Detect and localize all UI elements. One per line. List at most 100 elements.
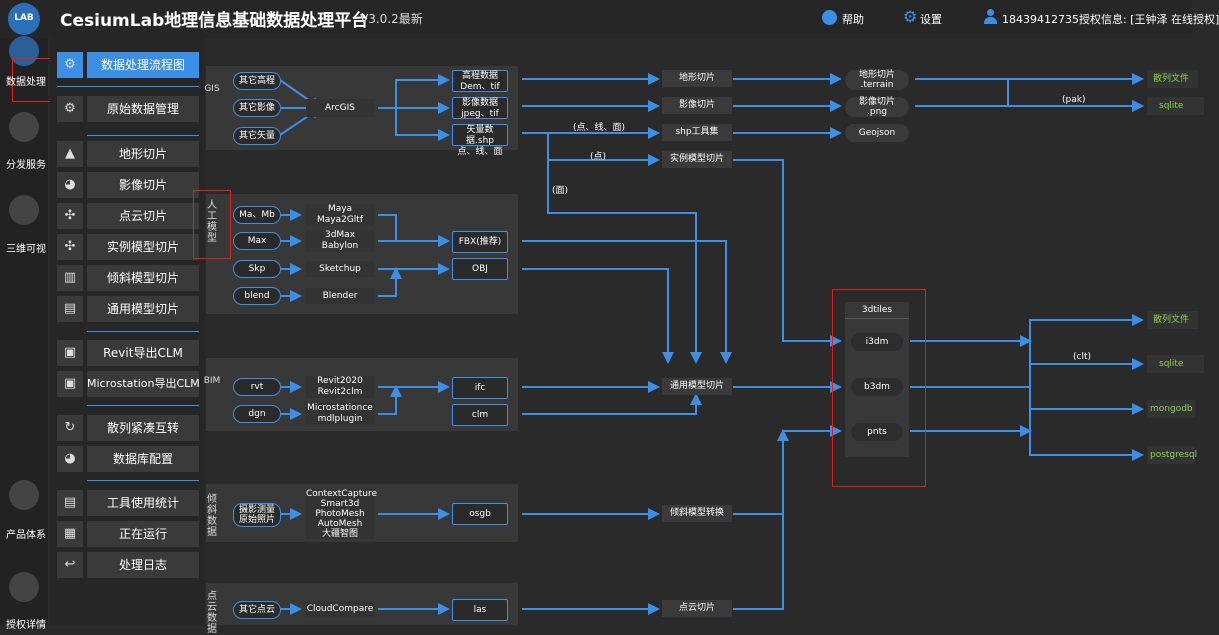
settings-link[interactable]: 设置: [920, 13, 942, 26]
manual-input-maya[interactable]: Ma、Mb: [233, 206, 281, 224]
nodes-icon[interactable]: ✣: [57, 234, 83, 260]
result-terrain[interactable]: 地形切片 .terrain: [845, 70, 909, 90]
oblique-input-photos[interactable]: 摄影测量 原始照片: [233, 503, 281, 527]
cesium-icon[interactable]: [9, 195, 39, 225]
oblique-tool-automesh: AutoMesh: [317, 519, 363, 529]
storage-top-files[interactable]: 散列文件: [1147, 70, 1198, 88]
gis-output-vector[interactable]: 矢量数据.shp 点、线、面: [452, 124, 508, 157]
nav-3d-view[interactable]: 三维可视: [6, 244, 46, 255]
menu-microstation[interactable]: Microstation导出CLM: [87, 371, 200, 397]
process-instance[interactable]: 实例模型切片: [662, 151, 732, 168]
gis-input-imagery[interactable]: 其它影像: [233, 99, 281, 117]
chart-icon[interactable]: ▦: [57, 521, 83, 547]
bim-output-clm[interactable]: clm: [452, 404, 508, 426]
manual-input-max[interactable]: Max: [233, 232, 281, 250]
process-oblique[interactable]: 倾斜模型转换: [662, 505, 732, 522]
nav-products[interactable]: 产品体系: [6, 530, 46, 541]
license-info[interactable]: 18439412735授权信息: [王钟泽 在线授权]: [1002, 13, 1219, 26]
manual-input-blend[interactable]: blend: [233, 287, 281, 305]
process-terrain[interactable]: 地形切片: [662, 70, 732, 87]
flow-edges: [279, 73, 1144, 615]
bim-output-ifc[interactable]: ifc: [452, 377, 508, 399]
gear-icon[interactable]: ⚙: [903, 7, 918, 26]
user-icon: [983, 9, 998, 25]
result-imagery[interactable]: 影像切片 .png: [845, 97, 909, 117]
file-icon[interactable]: ▣: [57, 340, 83, 366]
pointcloud-output-las[interactable]: las: [452, 599, 508, 621]
gis-output-imagery[interactable]: 影像数据 jpeg、tif: [452, 97, 508, 119]
menu-raw-data[interactable]: 原始数据管理: [87, 96, 199, 122]
manual-output-fbx[interactable]: FBX(推荐): [452, 231, 508, 253]
process-shp-tools[interactable]: shp工具集: [662, 124, 732, 141]
undo-icon[interactable]: ↩: [57, 552, 83, 578]
menu-revit[interactable]: Revit导出CLM: [87, 340, 199, 366]
menu-flowchart[interactable]: 数据处理流程图: [87, 52, 199, 78]
gis-output-elevation[interactable]: 高程数据 Dem、tif: [452, 70, 508, 92]
process-pointcloud[interactable]: 点云切片: [662, 600, 732, 617]
document-icon[interactable]: ▤: [57, 490, 83, 516]
logo-text: LAB: [14, 13, 34, 23]
menu-divider: [87, 135, 199, 136]
file-icon[interactable]: ▣: [57, 371, 83, 397]
help-link[interactable]: 帮助: [842, 13, 864, 26]
tiles-i3dm[interactable]: i3dm: [851, 333, 903, 351]
menu-oblique[interactable]: 倾斜模型切片: [87, 265, 199, 291]
bim-tool-revit-line1: Revit2020: [317, 376, 363, 386]
refresh-icon[interactable]: ↻: [57, 415, 83, 441]
mountain-icon[interactable]: ▲: [57, 141, 83, 167]
storage-sqlite[interactable]: sqlite: [1147, 355, 1204, 373]
nav-license[interactable]: 授权详情: [6, 620, 46, 631]
result-geojson[interactable]: Geojson: [845, 124, 909, 142]
gis-output-elevation-line2: Dem、tif: [460, 82, 500, 92]
menu-database[interactable]: 数据库配置: [87, 446, 199, 472]
bim-title: BIM: [203, 376, 221, 386]
tiles-pnts[interactable]: pnts: [851, 423, 903, 441]
manual-output-obj[interactable]: OBJ: [452, 258, 508, 280]
oblique-title: 倾斜数据: [207, 494, 217, 538]
menu-imagery[interactable]: 影像切片: [87, 172, 199, 198]
license-globe-icon[interactable]: [9, 572, 39, 602]
storage-postgresql[interactable]: postgresql: [1147, 446, 1197, 464]
manual-model-highlight: [193, 190, 231, 259]
app-version: V3.0.2最新: [360, 12, 423, 26]
product-icon[interactable]: [9, 480, 39, 510]
pointcloud-input[interactable]: 其它点云: [233, 601, 281, 619]
menu-pointcloud[interactable]: 点云切片: [87, 203, 199, 229]
gis-tool-arcgis: ArcGIS: [306, 99, 374, 117]
cloud-icon[interactable]: [9, 112, 39, 142]
bim-tool-revit-line2: Revit2clm: [317, 387, 363, 397]
oblique-tool-contextcapture: ContextCapture: [306, 489, 378, 499]
menu-convert[interactable]: 散列紧凑互转: [87, 415, 199, 441]
process-general[interactable]: 通用模型切片: [662, 378, 732, 395]
nav-data-processing[interactable]: 数据处理: [6, 77, 46, 88]
menu-general[interactable]: 通用模型切片: [87, 296, 199, 322]
process-imagery[interactable]: 影像切片: [662, 97, 732, 114]
data-processing-icon[interactable]: [9, 36, 39, 66]
nodes-icon[interactable]: ✣: [57, 203, 83, 229]
menu-running[interactable]: 正在运行: [87, 521, 199, 547]
menu-log[interactable]: 处理日志: [87, 552, 199, 578]
gear-icon[interactable]: ⚙: [57, 96, 83, 122]
bim-input-dgn[interactable]: dgn: [233, 405, 281, 423]
menu-terrain[interactable]: 地形切片: [87, 141, 199, 167]
tiles-b3dm[interactable]: b3dm: [851, 378, 903, 396]
menu-stats[interactable]: 工具使用统计: [87, 490, 199, 516]
storage-mongodb[interactable]: mongodb: [1147, 400, 1195, 418]
result-terrain-line1: 地形切片: [858, 70, 895, 80]
building-icon[interactable]: ▤: [57, 296, 83, 322]
globe-icon[interactable]: ◕: [57, 446, 83, 472]
manual-input-skp[interactable]: Skp: [233, 260, 281, 278]
menu-instance[interactable]: 实例模型切片: [87, 234, 199, 260]
nav-distribution[interactable]: 分发服务: [6, 160, 46, 171]
gis-input-vector[interactable]: 其它矢量: [233, 127, 281, 145]
storage-files[interactable]: 散列文件: [1147, 311, 1198, 329]
buildings-icon[interactable]: ▥: [57, 265, 83, 291]
help-icon[interactable]: [822, 10, 837, 25]
storage-top-sqlite[interactable]: sqlite: [1147, 97, 1204, 115]
manual-tool-3dmax: 3dMax Babylon: [306, 230, 374, 252]
gis-input-elevation[interactable]: 其它高程: [233, 72, 281, 90]
gear-icon[interactable]: ⚙: [57, 52, 83, 78]
bim-input-rvt[interactable]: rvt: [233, 378, 281, 396]
oblique-output-osgb[interactable]: osgb: [452, 503, 508, 525]
globe-icon[interactable]: ◕: [57, 172, 83, 198]
